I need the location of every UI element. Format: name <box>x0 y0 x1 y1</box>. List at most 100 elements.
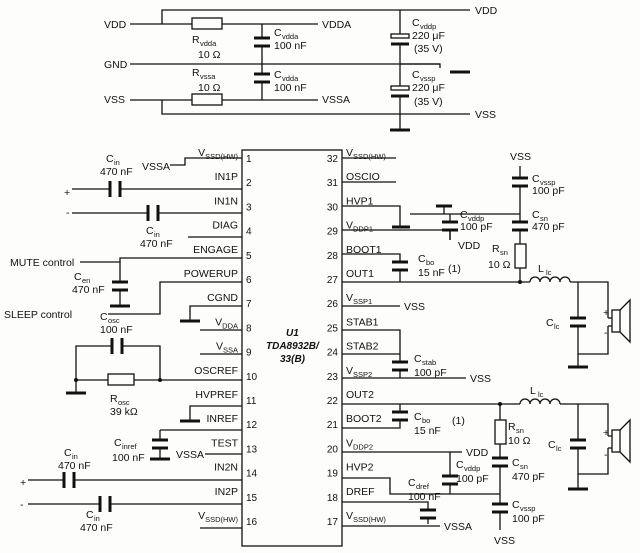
svg-text:in: in <box>114 158 120 167</box>
svg-text:lc: lc <box>556 444 562 453</box>
svg-text:+: + <box>603 427 609 439</box>
right-pin-number-17: 17 <box>327 517 339 528</box>
c-sn1-capacitor <box>512 220 528 232</box>
vss-right-label: VSS <box>475 109 496 121</box>
left-pin-number-12: 12 <box>246 420 258 431</box>
svg-text:(35 V): (35 V) <box>414 96 443 108</box>
left-pin-name-11: HVPREF <box>195 389 238 401</box>
svg-text:sn: sn <box>520 462 528 471</box>
svg-text:lc: lc <box>538 390 544 399</box>
left-pin-number-6: 6 <box>246 275 252 286</box>
ic-right-pins: 32VSSD(HW)31OSCIO30HVP129VDDP128BOOT127O… <box>327 147 387 528</box>
svg-text:220 μF: 220 μF <box>412 82 445 94</box>
svg-text:C: C <box>412 69 420 81</box>
svg-text:vdda: vdda <box>282 74 299 83</box>
svg-text:VSSA: VSSA <box>176 449 204 461</box>
vdd-main-rail <box>161 9 470 24</box>
svg-text:C: C <box>460 209 468 221</box>
svg-text:470 pF: 470 pF <box>512 471 545 483</box>
svg-text:vddp: vddp <box>468 214 484 223</box>
svg-text:C: C <box>146 225 154 237</box>
left-pin-name-12: INREF <box>207 413 239 425</box>
svg-text:-: - <box>66 207 70 219</box>
svg-text:+: + <box>64 187 70 199</box>
right-pin-name-19: HVP2 <box>346 462 374 474</box>
vdd-label: VDD <box>104 19 127 31</box>
svg-text:470 nF: 470 nF <box>72 284 105 296</box>
speaker1-icon <box>611 309 621 333</box>
svg-text:vssp: vssp <box>420 74 435 83</box>
svg-text:100 pF: 100 pF <box>512 513 545 525</box>
right-pin-name-31: OSCIO <box>346 171 380 183</box>
left-pin-number-16: 16 <box>246 517 258 528</box>
svg-text:(1): (1) <box>448 263 461 275</box>
svg-text:in: in <box>72 452 78 461</box>
svg-text:VSSA: VSSA <box>444 521 472 533</box>
svg-text:C: C <box>274 27 282 39</box>
svg-text:VSS: VSS <box>510 151 531 163</box>
left-pin-name-14: IN2N <box>214 462 238 474</box>
cen-capacitor <box>112 280 128 292</box>
gnd-label: GND <box>104 59 128 71</box>
right-pin-number-31: 31 <box>327 178 339 189</box>
right-pin-number-20: 20 <box>327 444 339 455</box>
cin3-capacitor <box>62 472 76 488</box>
svg-text:-: - <box>20 499 24 511</box>
svg-text:VDD: VDD <box>466 447 489 459</box>
right-pin-number-26: 26 <box>327 299 339 310</box>
c-vssp1-capacitor <box>512 176 528 188</box>
left-pin-name-3: IN1N <box>214 195 238 207</box>
svg-text:vdda: vdda <box>282 32 299 41</box>
left-pin-number-7: 7 <box>246 299 252 310</box>
svg-text:470 nF: 470 nF <box>140 238 173 250</box>
svg-text:10 Ω: 10 Ω <box>198 82 221 94</box>
c-lc2-capacitor <box>570 438 586 450</box>
vss-main-rail <box>161 100 470 115</box>
svg-text:vddp: vddp <box>420 22 436 31</box>
svg-text:C: C <box>532 173 540 185</box>
svg-text:lc: lc <box>546 268 552 277</box>
svg-text:100 nF: 100 nF <box>408 491 441 503</box>
r-sn1-resistor <box>514 243 527 269</box>
right-pin-name-28: BOOT1 <box>346 244 382 256</box>
svg-text:C: C <box>546 317 554 329</box>
svg-text:470 nF: 470 nF <box>80 522 113 534</box>
c-vdda1-capacitor <box>254 36 270 48</box>
left-pin-name-15: IN2P <box>215 486 238 498</box>
c-vssp2-capacitor <box>492 502 508 514</box>
ic-u1: U1 TDA8932B/ 33(B) <box>241 149 343 547</box>
svg-text:R: R <box>492 243 500 255</box>
left-pin-number-14: 14 <box>246 469 258 480</box>
svg-text:stab: stab <box>422 358 436 367</box>
left-pin-number-4: 4 <box>246 227 252 238</box>
svg-text:470 nF: 470 nF <box>58 460 91 472</box>
cinref-capacitor <box>152 438 168 450</box>
left-pin-name-4: DIAG <box>212 220 238 232</box>
left-pin-name-13: TEST <box>211 437 238 449</box>
ic-ref: U1 <box>286 328 299 339</box>
right-pin-name-32: VSSD(HW) <box>346 147 386 161</box>
r-vdda-resistor <box>191 17 223 30</box>
svg-text:+: + <box>603 307 609 319</box>
svg-text:15 nF: 15 nF <box>414 425 441 437</box>
svg-text:C: C <box>412 17 420 29</box>
right-pin-name-29: VDDP1 <box>346 220 373 234</box>
svg-text:en: en <box>82 276 90 285</box>
c-vddp-capacitor <box>390 33 410 39</box>
svg-text:C: C <box>106 153 114 165</box>
svg-text:VDD: VDD <box>458 240 481 252</box>
svg-text:100 nF: 100 nF <box>112 452 145 464</box>
svg-text:in: in <box>154 230 160 239</box>
svg-text:VSS: VSS <box>404 301 425 313</box>
left-pin-number-9: 9 <box>246 348 252 359</box>
c-vssp-capacitor <box>390 85 410 91</box>
left-pin-number-10: 10 <box>246 372 258 383</box>
svg-text:100 pF: 100 pF <box>456 473 489 485</box>
mute-control-label: MUTE control <box>10 257 74 269</box>
svg-text:L: L <box>538 263 544 275</box>
svg-text:C: C <box>548 439 556 451</box>
vdd-right-label: VDD <box>475 5 498 17</box>
left-pin-name-6: POWERUP <box>184 268 238 280</box>
